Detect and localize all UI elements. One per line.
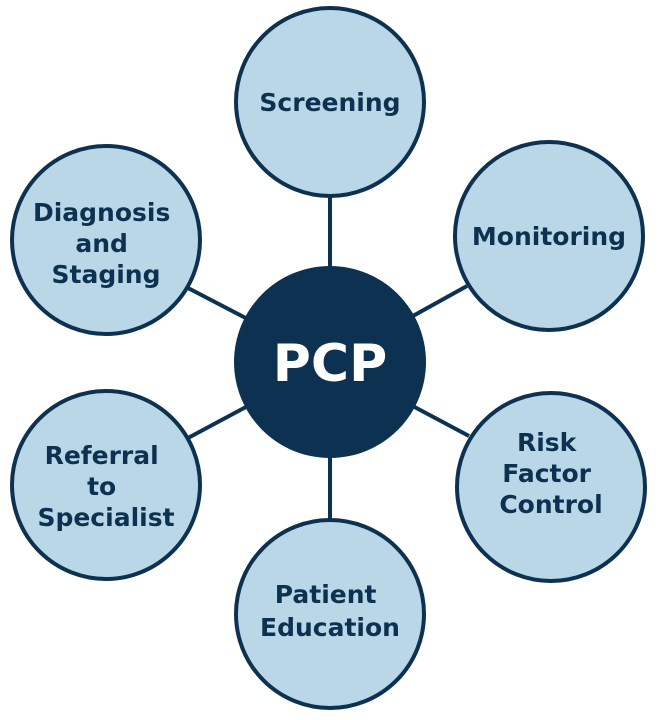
svg-text:Referral to Specia: Referral to Specialist [37, 441, 174, 532]
node-referral-to-specialist-line-2: to [87, 472, 116, 501]
node-risk-factor-control-line-2: Factor [502, 459, 591, 488]
node-screening: Screening [234, 6, 426, 198]
node-referral-to-specialist: Referral to Specialist [10, 389, 202, 581]
svg-text:Screening: Screening [259, 88, 400, 117]
node-diagnosis-and-staging-line-1: Diagnosis [33, 198, 170, 227]
node-monitoring: Monitoring [453, 140, 645, 332]
node-risk-factor-control-line-3: Control [499, 490, 602, 519]
svg-text:Diagnosis and Stag: Diagnosis and Staging [33, 198, 179, 289]
svg-text:Patient Education: Patient Education [260, 580, 400, 642]
node-patient-education-line-2: Education [260, 613, 400, 642]
node-monitoring-label: Monitoring [472, 222, 626, 251]
node-diagnosis-and-staging-line-3: Staging [52, 260, 161, 289]
node-diagnosis-and-staging: Diagnosis and Staging [10, 144, 202, 336]
node-referral-to-specialist-line-3: Specialist [37, 503, 174, 532]
node-patient-education: Patient Education [234, 518, 426, 710]
node-screening-label: Screening [259, 88, 400, 117]
node-referral-to-specialist-line-1: Referral [45, 441, 159, 470]
node-patient-education-line-1: Patient [275, 580, 377, 609]
node-risk-factor-control: Risk Factor Control [455, 391, 647, 583]
svg-text:Monitoring: Monitoring [472, 222, 626, 251]
hub-node-pcp: PCP [234, 266, 426, 458]
svg-text:Risk Factor Contro: Risk Factor Control [499, 428, 602, 519]
hub-label: PCP [273, 334, 387, 394]
node-diagnosis-and-staging-line-2: and [75, 229, 128, 258]
node-risk-factor-control-line-1: Risk [517, 428, 578, 457]
